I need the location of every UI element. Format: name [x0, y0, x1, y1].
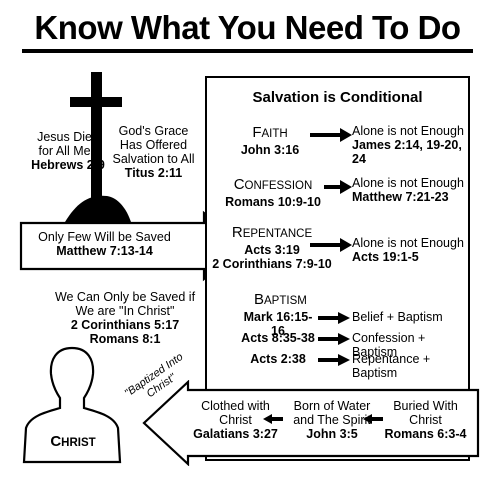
jesus-died-text: Jesus Died for All Men Hebrews 2:9: [31, 130, 105, 172]
baptism-row-1-arrow-icon: [318, 312, 350, 324]
person-silhouette-icon: [22, 346, 122, 464]
baptism-row-1-ref: Mark 16:15-16: [243, 310, 313, 338]
cross-on-hill-icon: [65, 72, 131, 222]
baptism-row-3-ref: Acts 2:38: [250, 352, 306, 366]
baptism-condition: BAPTISM: [254, 291, 307, 308]
confession-condition: CONFESSION Romans 10:9-10: [225, 176, 321, 209]
clothed-with-christ-text: Clothed with Christ Galatians 3:27: [193, 399, 278, 441]
christ-label: CHRIST: [50, 433, 96, 450]
only-few-text: Only Few Will be Saved Matthew 7:13-14: [38, 230, 171, 258]
faith-result: Alone is not Enough James 2:14, 19-20, 2…: [352, 124, 464, 166]
repentance-arrow-icon: [310, 238, 352, 252]
baptism-row-3-arrow-icon: [318, 354, 350, 366]
faith-condition: FAITH John 3:16: [240, 124, 300, 157]
bottom-arrow-2-icon: [363, 414, 383, 424]
page-title: Know What You Need To Do: [34, 9, 461, 46]
bottom-arrow-shape: [142, 380, 480, 466]
repentance-result: Alone is not Enough Acts 19:1-5: [352, 236, 464, 264]
gods-grace-text: God's Grace Has Offered Salvation to All…: [112, 124, 195, 180]
in-christ-text: We Can Only be Saved if We are "In Chris…: [54, 290, 196, 346]
baptism-row-1-result: Belief + Baptism: [352, 310, 443, 324]
box-heading: Salvation is Conditional: [252, 89, 423, 106]
baptism-row-2-ref: Acts 8:35-38: [241, 331, 315, 345]
buried-with-christ-text: Buried With Christ Romans 6:3-4: [384, 399, 467, 441]
born-of-water-text: Born of Water and The Spirit John 3:5: [293, 399, 371, 441]
baptism-row-2-result: Confession + Baptism: [352, 331, 426, 359]
confession-arrow-icon: [324, 180, 352, 194]
bottom-arrow-1-icon: [263, 414, 283, 424]
faith-arrow-icon: [310, 128, 352, 142]
repentance-condition: REPENTANCE Acts 3:19 2 Corinthians 7:9-1…: [212, 224, 332, 271]
baptism-row-3-result: Repentance + Baptism: [352, 352, 431, 380]
title-underline: [22, 49, 473, 53]
confession-result: Alone is not Enough Matthew 7:21-23: [352, 176, 464, 204]
baptism-row-2-arrow-icon: [318, 333, 350, 345]
